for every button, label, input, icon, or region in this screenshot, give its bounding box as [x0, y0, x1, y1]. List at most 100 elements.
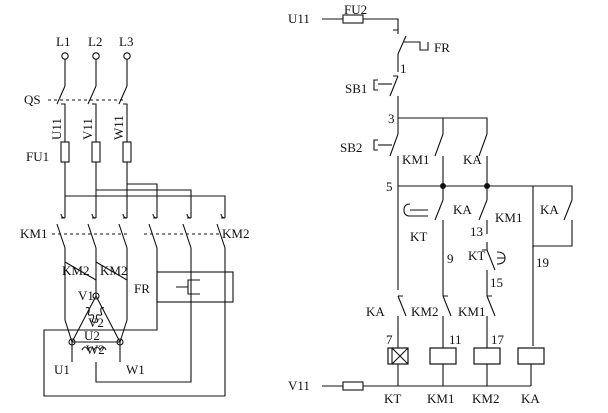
kt-mid-contact — [482, 242, 496, 271]
bus-l2-to-km2 — [96, 189, 192, 218]
control-fuse-label: FU2 — [344, 2, 367, 17]
motor-feed-wires — [64, 319, 128, 343]
overload-relay-box — [156, 271, 234, 303]
isolator-blades — [56, 85, 128, 105]
isolator-label: QS — [24, 92, 41, 107]
km1-no-contact — [478, 199, 488, 221]
km1-output-wires — [64, 248, 128, 320]
node-11: 11 — [449, 332, 462, 347]
km1-hold-label: KM1 — [402, 152, 429, 167]
motor-terminal-w2: W2 — [86, 342, 105, 357]
km1-hold-contact — [434, 133, 444, 157]
node-17: 17 — [491, 332, 505, 347]
coil-label-km1: KM1 — [427, 391, 454, 406]
node-5: 5 — [386, 179, 393, 194]
phase-label-l3: L3 — [119, 34, 133, 49]
sb2-button-cap — [373, 139, 378, 151]
terminal-l2 — [92, 52, 100, 60]
feeder-label-w11: W11 — [111, 115, 126, 140]
main-circuit: L1 L2 L3 QS U11 V11 W11 FU1 KM1 — [20, 34, 249, 397]
node-3-bus — [398, 117, 488, 134]
fuse-l2 — [91, 141, 101, 163]
node-3: 3 — [388, 111, 395, 126]
kt-mid-timer — [496, 251, 506, 265]
coil-return-wires — [397, 364, 532, 386]
control-bottom-fuse — [342, 381, 364, 391]
motor-terminal-u1: U1 — [54, 362, 70, 377]
delta-cross-links — [64, 261, 128, 281]
delta-contact-label-1: KM2 — [62, 263, 89, 278]
motor-tails — [71, 342, 121, 362]
coil-label-kt: KT — [384, 391, 401, 406]
fuse-l3 — [122, 141, 132, 163]
terminal-l3 — [123, 52, 131, 60]
overload-label: FR — [134, 281, 150, 296]
control-supply-bottom: V11 — [288, 378, 310, 393]
return-path-outer — [43, 248, 225, 397]
control-circuit: U11 FU2 FR 1 SB1 3 SB2 KM1 KA 5 — [288, 2, 573, 406]
ka-hold-label: KA — [463, 152, 482, 167]
ka-no-label: KA — [453, 202, 472, 217]
main-fuse-label: FU1 — [26, 149, 49, 164]
motor-terminal-u2: U2 — [84, 328, 100, 343]
fr-contact — [393, 29, 407, 55]
node-19: 19 — [536, 255, 549, 270]
fuse-l1 — [60, 141, 70, 163]
km1-arc-chutes — [60, 213, 128, 219]
phase-label-l1: L1 — [56, 34, 70, 49]
start-button-label: SB2 — [340, 140, 362, 155]
node-9: 9 — [447, 251, 454, 266]
ka-nc-label: KA — [366, 304, 385, 319]
control-supply-top: U11 — [288, 11, 310, 26]
coil-label-km2: KM2 — [472, 391, 499, 406]
km1-main-label: KM1 — [20, 226, 47, 241]
fuse-to-fr-wire — [363, 18, 399, 30]
fr-thermal-linkage — [404, 41, 429, 51]
coil-label-ka: KA — [521, 391, 540, 406]
bus-l3-to-km2 — [127, 183, 158, 218]
feeder-label-u11: U11 — [49, 118, 64, 140]
kt-coil-marking — [391, 347, 409, 365]
km1-blades — [56, 223, 128, 249]
terminal-l1 — [61, 52, 69, 60]
node-7: 7 — [386, 332, 393, 347]
isolator-fixed-contacts — [61, 103, 128, 112]
node-1: 1 — [400, 61, 407, 76]
km2-blades — [148, 223, 226, 249]
fr-contact-label: FR — [434, 40, 450, 55]
node-15: 15 — [490, 275, 503, 290]
supply-wires — [64, 59, 128, 86]
phase-label-l2: L2 — [88, 34, 102, 49]
kt-timer-bars — [410, 209, 428, 217]
motor-terminal-v1: V1 — [78, 288, 94, 303]
km2-nc-label: KM2 — [411, 304, 438, 319]
km1-coil — [429, 347, 457, 365]
motor-terminal-w1: W1 — [126, 362, 145, 377]
km1-nc-contact — [486, 295, 496, 317]
sb2-contact — [389, 133, 399, 157]
node-13: 13 — [470, 224, 483, 239]
ka-self-label: KA — [540, 202, 559, 217]
overload-relay-symbol — [176, 279, 200, 295]
ka-nc-contact — [397, 295, 407, 317]
feeder-wires — [64, 112, 128, 142]
sb1-contact — [389, 75, 399, 97]
node-5-bus — [398, 185, 573, 200]
km2-arc-chutes — [152, 213, 226, 219]
km2-nc-contact — [442, 295, 452, 317]
delta-contact-label-2: KM2 — [100, 263, 127, 278]
km2-main-label: KM2 — [222, 226, 249, 241]
km1-nc-label: KM1 — [458, 304, 485, 319]
kt-timer-arc — [403, 203, 411, 217]
ka-self-wire — [533, 220, 573, 247]
km2-coil — [473, 347, 501, 365]
kt-mid-label: KT — [468, 248, 485, 263]
ka-coil — [517, 347, 545, 365]
interlock-to-coil-wires — [397, 316, 488, 348]
motor-terminal-v2: V2 — [88, 315, 104, 330]
sb1-button-cap — [373, 79, 378, 91]
bus-l1-to-km2 — [65, 195, 226, 218]
ka-self-contact — [563, 199, 573, 221]
